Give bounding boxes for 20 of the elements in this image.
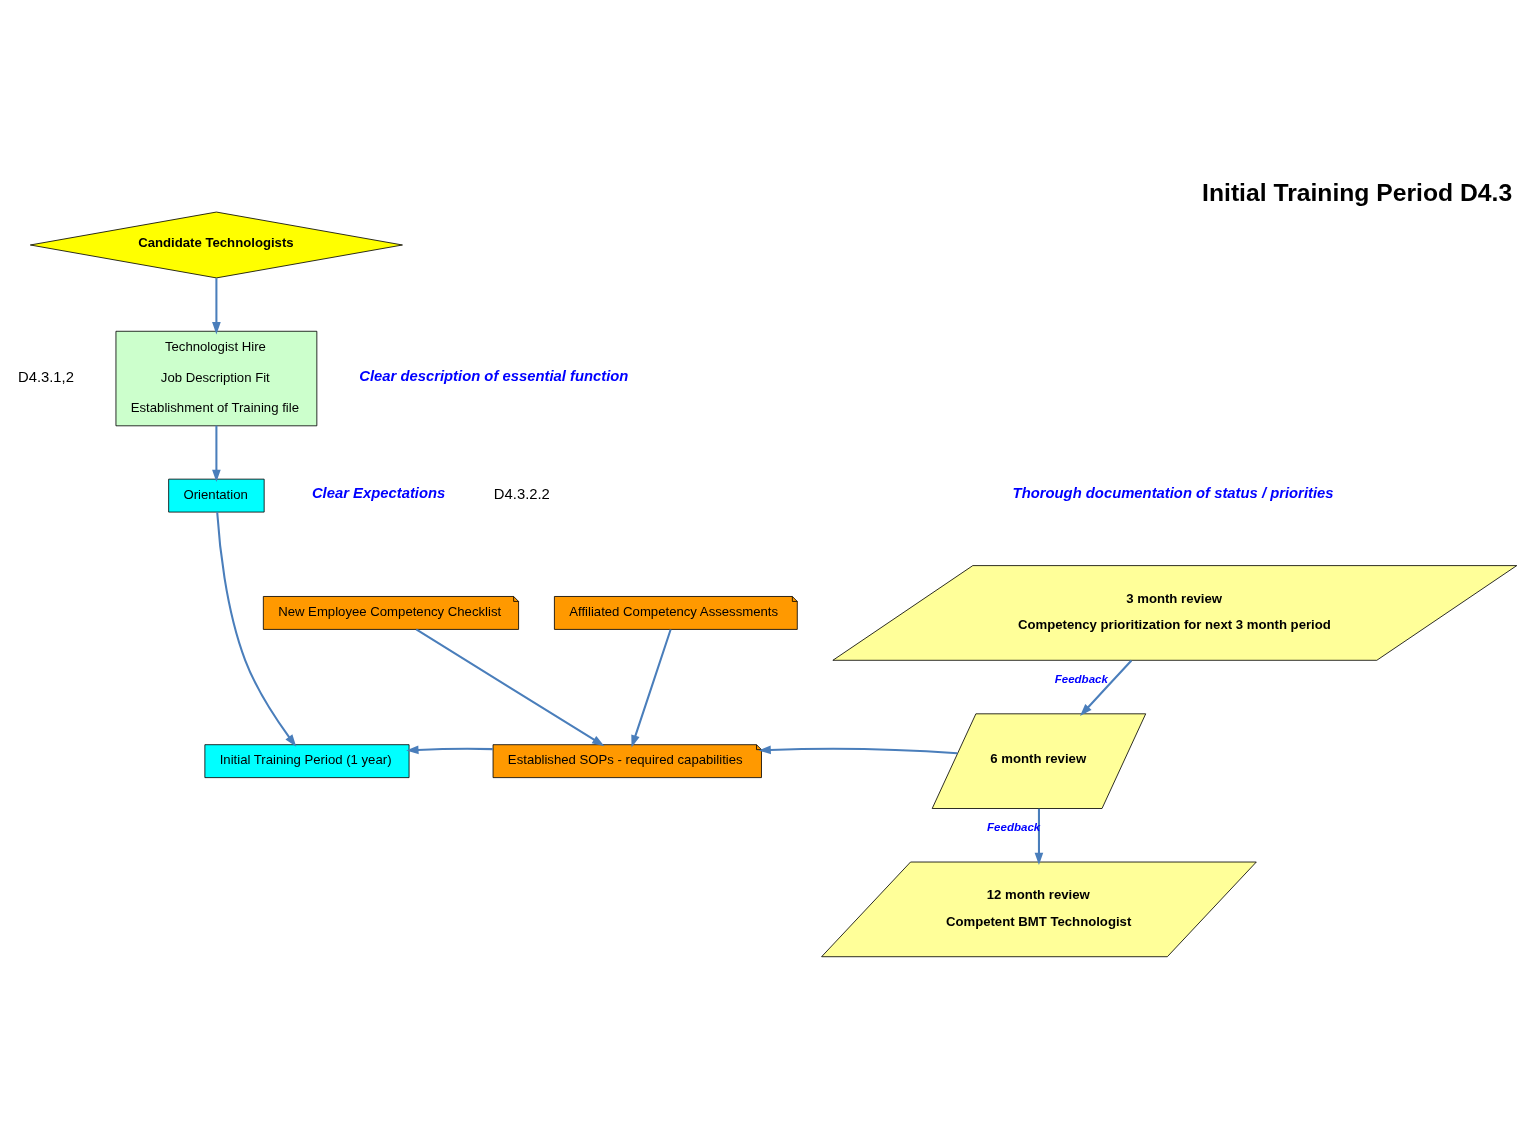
arrow: [1080, 659, 1133, 717]
arrow: [216, 512, 297, 747]
diagram-title: Initial Training Period D4.3: [1202, 178, 1513, 206]
label: Clear description of essential function: [359, 368, 629, 385]
label: Clear Expectations: [311, 485, 446, 502]
arrow: [406, 745, 493, 755]
label: D4.3.1,2: [17, 369, 74, 386]
node-diamond: Candidate Technologists: [29, 211, 403, 279]
node-box: Initial Training Period (1 year): [204, 744, 410, 779]
node-box: Technologist Hire Job Description Fit Establishment of Training file: [115, 330, 318, 427]
arrow: [212, 278, 221, 335]
node-box: Orientation: [168, 478, 265, 513]
edge-label: Feedback: [1054, 673, 1108, 686]
arrow: [1034, 808, 1044, 866]
label: Thorough documentation of status / priorities: [1012, 485, 1334, 502]
arrow: [415, 628, 605, 747]
label: D4.3.2.2: [493, 486, 550, 503]
arrow: [631, 629, 672, 748]
arrow: [758, 745, 958, 755]
arrow: [212, 425, 221, 483]
